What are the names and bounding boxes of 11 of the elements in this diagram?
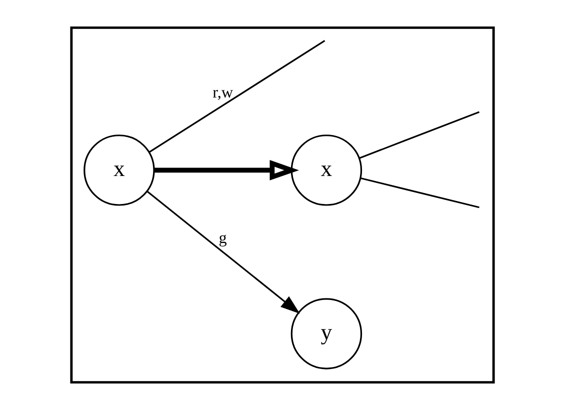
connector (360, 177, 480, 208)
cluster (70, 26, 495, 384)
node-circle: y (290, 298, 362, 370)
connector (148, 40, 326, 153)
arrow (146, 190, 300, 314)
edge-label: g (218, 229, 227, 248)
edge-label: r,w (212, 83, 234, 102)
connector (359, 111, 480, 159)
node-circle: x (84, 134, 155, 206)
node-circle: x (290, 134, 362, 206)
arrow (154, 160, 299, 180)
